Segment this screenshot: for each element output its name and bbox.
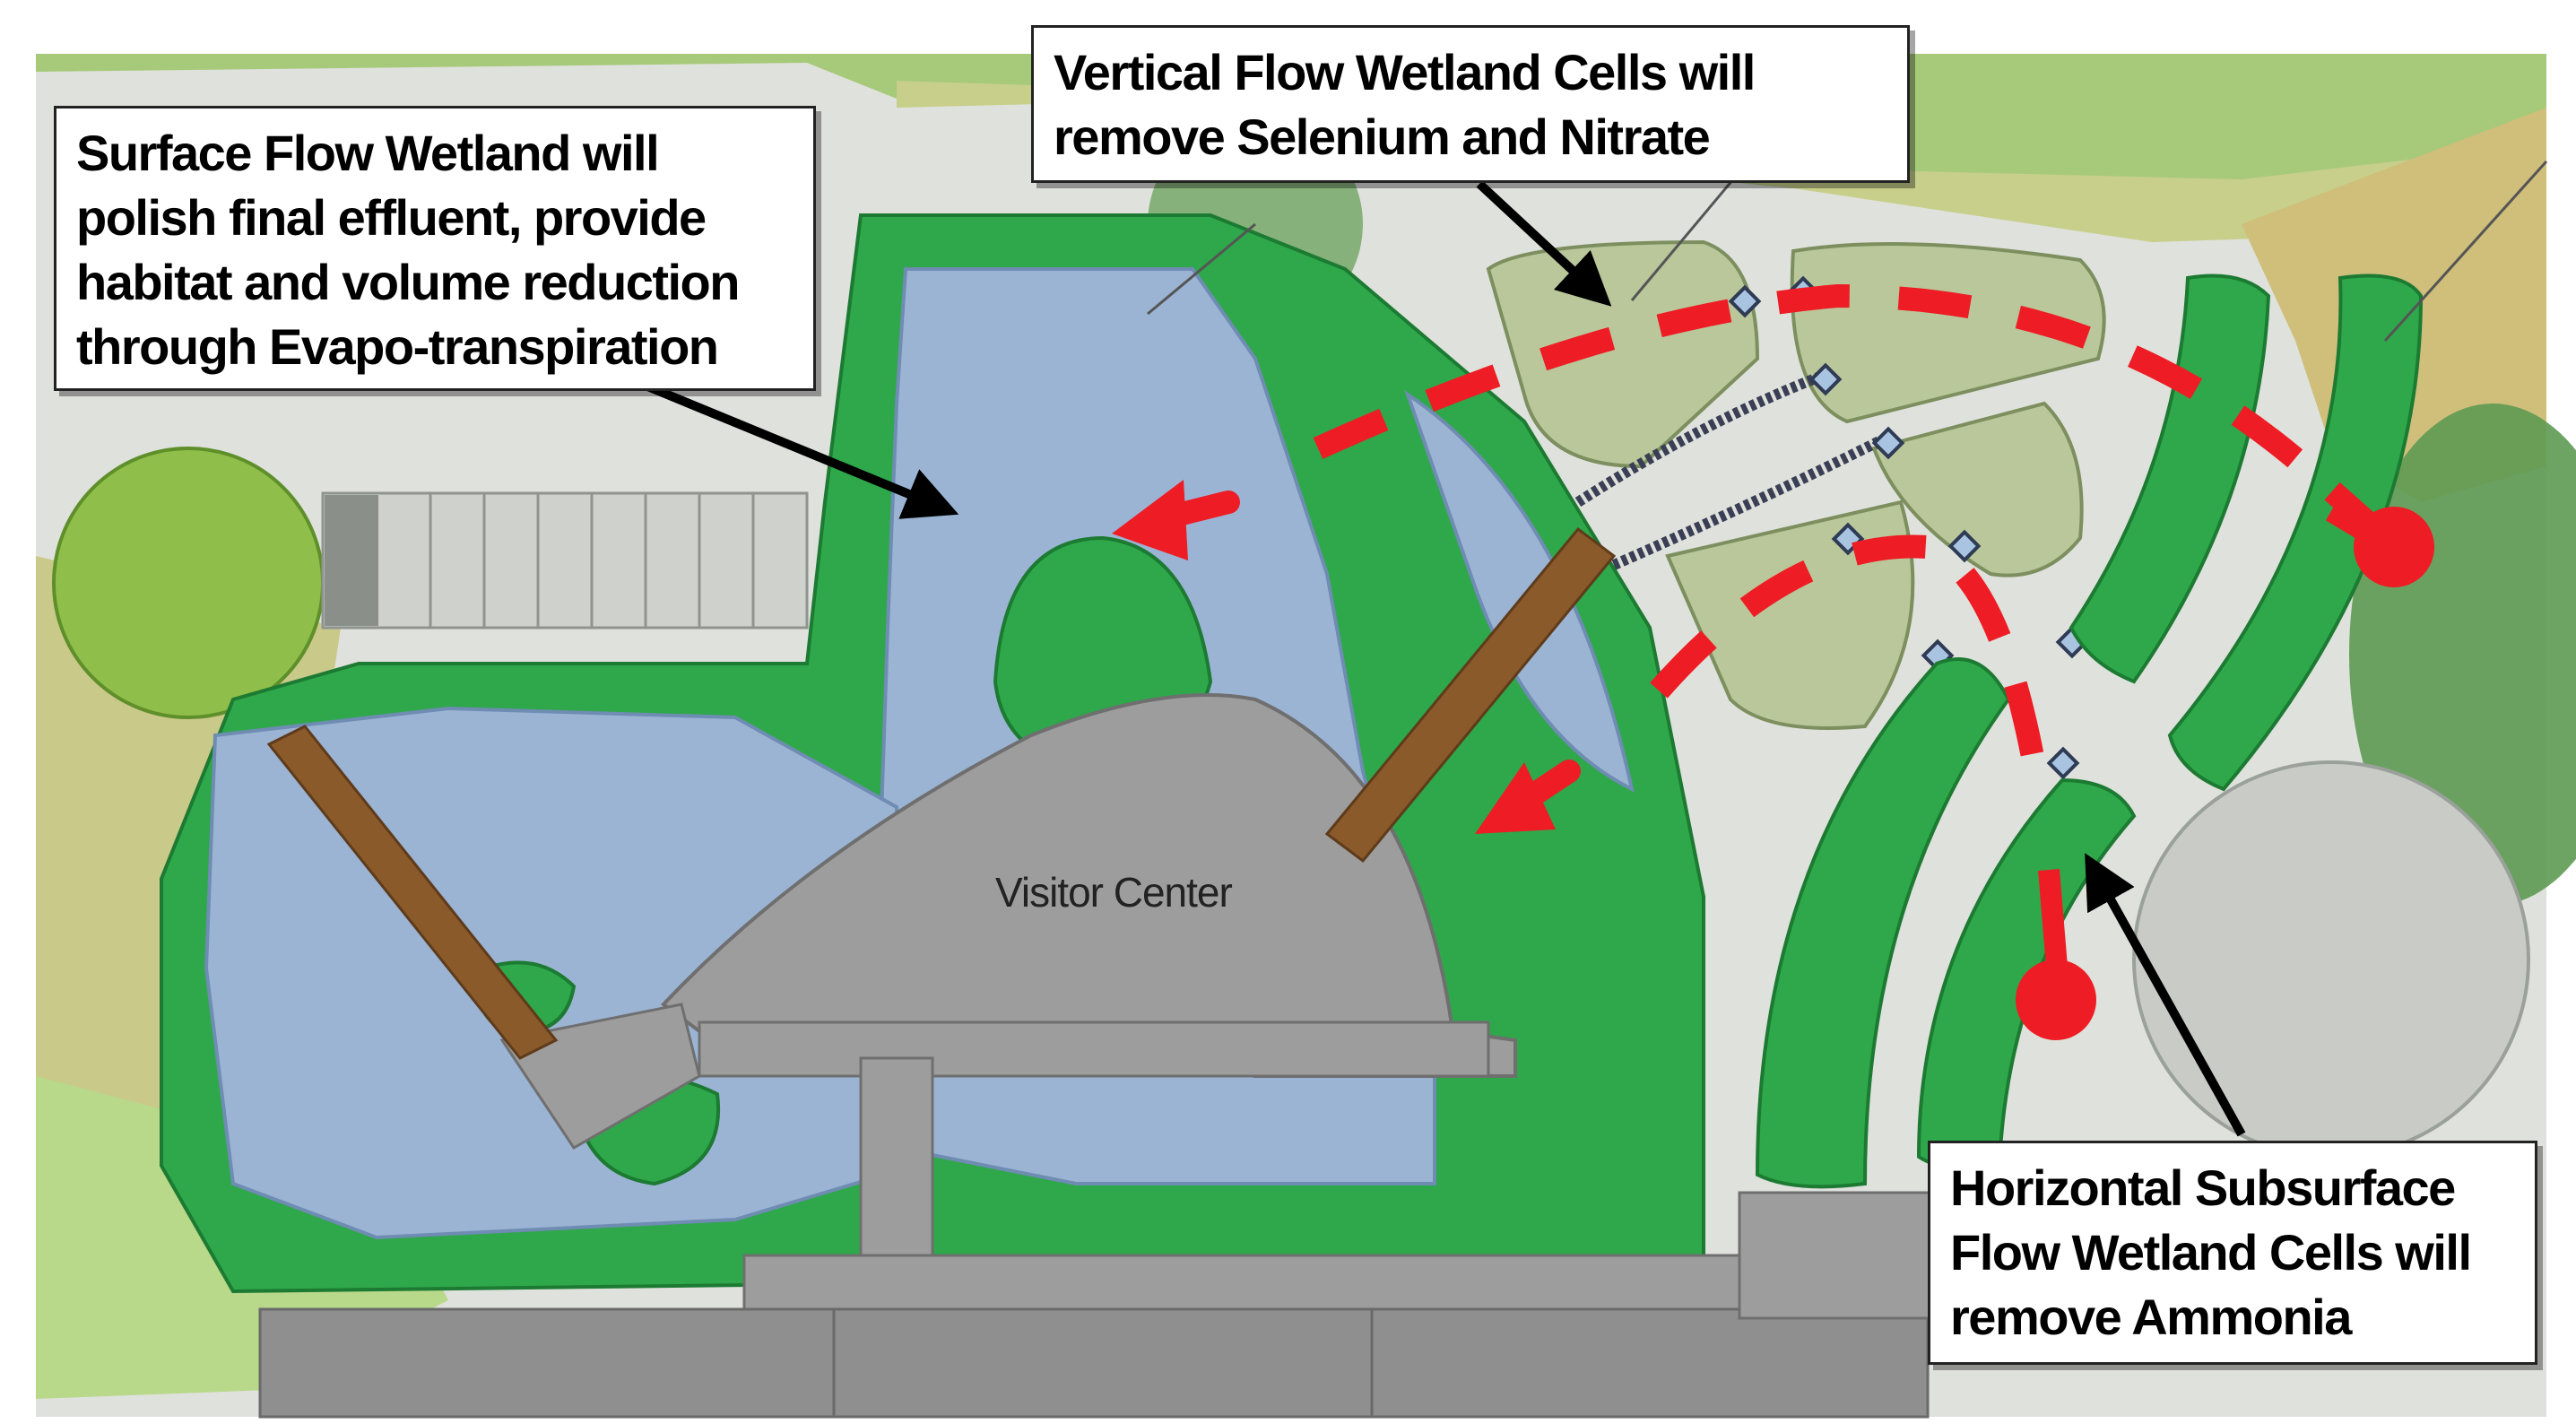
landscape-band-top (36, 54, 2546, 206)
vertical-flow-cell-3 (1871, 401, 2084, 577)
inflow-dot-south (2016, 959, 2096, 1040)
visitor-center-walkway (859, 1056, 934, 1293)
south-buildings (258, 1307, 1930, 1419)
callout-line: remove Selenium and Nitrate (1054, 109, 1711, 165)
plaza-circle (2132, 760, 2530, 1159)
horizontal-flow-cell-2 (2167, 274, 2424, 792)
pointer-arrow-horizontal-flow (2085, 853, 2246, 1137)
horizontal-flow-cell-1 (2069, 274, 2271, 684)
parking-stall-lines (429, 493, 755, 628)
parking-area (321, 491, 809, 630)
callout-line: Flow Wetland Cells will (1950, 1224, 2472, 1281)
callout-line: habitat and volume reduction (76, 254, 740, 310)
visitor-center-label: Visitor Center (995, 869, 1233, 916)
inflow-dot-east (2354, 507, 2434, 587)
flow-path-outer (1313, 283, 2393, 547)
callout-line: Surface Flow Wetland will (76, 125, 660, 181)
vertical-flow-cell-4 (1665, 499, 1915, 730)
pointer-arrow-surface-flow (644, 381, 959, 519)
distribution-pipe-1 (1574, 371, 1823, 508)
flow-arrow-south-head (1475, 762, 1556, 834)
callout-surface-flow-wetland: Surface Flow Wetland will polish final e… (54, 106, 816, 391)
callout-vertical-flow-wetland: Vertical Flow Wetland Cells will remove … (1031, 25, 1910, 183)
callout-line: polish final effluent, provide (76, 189, 707, 246)
boardwalk-west (266, 725, 559, 1060)
south-promenade (742, 1254, 1912, 1311)
callout-horizontal-subsurface-flow: Horizontal Subsurface Flow Wetland Cells… (1928, 1141, 2537, 1365)
callout-line: through Evapo-transpiration (76, 318, 719, 375)
pointer-arrow-vertical-flow (1476, 180, 1612, 307)
distribution-pipe-2 (1611, 434, 1886, 570)
flow-arrow-west-head (1112, 480, 1188, 560)
visitor-center-deck (698, 1020, 1490, 1078)
callout-line: Vertical Flow Wetland Cells will (1054, 44, 1756, 100)
boardwalk-east (1324, 526, 1617, 864)
visitor-center-building (661, 693, 1517, 1078)
tree-canopy-west (52, 447, 325, 719)
callout-line: remove Ammonia (1950, 1289, 2352, 1345)
parking-stall-dark (325, 495, 378, 626)
callout-line: Horizontal Subsurface (1950, 1159, 2456, 1216)
vertical-flow-cell-2 (1790, 242, 2106, 424)
inflow-stem-south (2038, 869, 2069, 978)
